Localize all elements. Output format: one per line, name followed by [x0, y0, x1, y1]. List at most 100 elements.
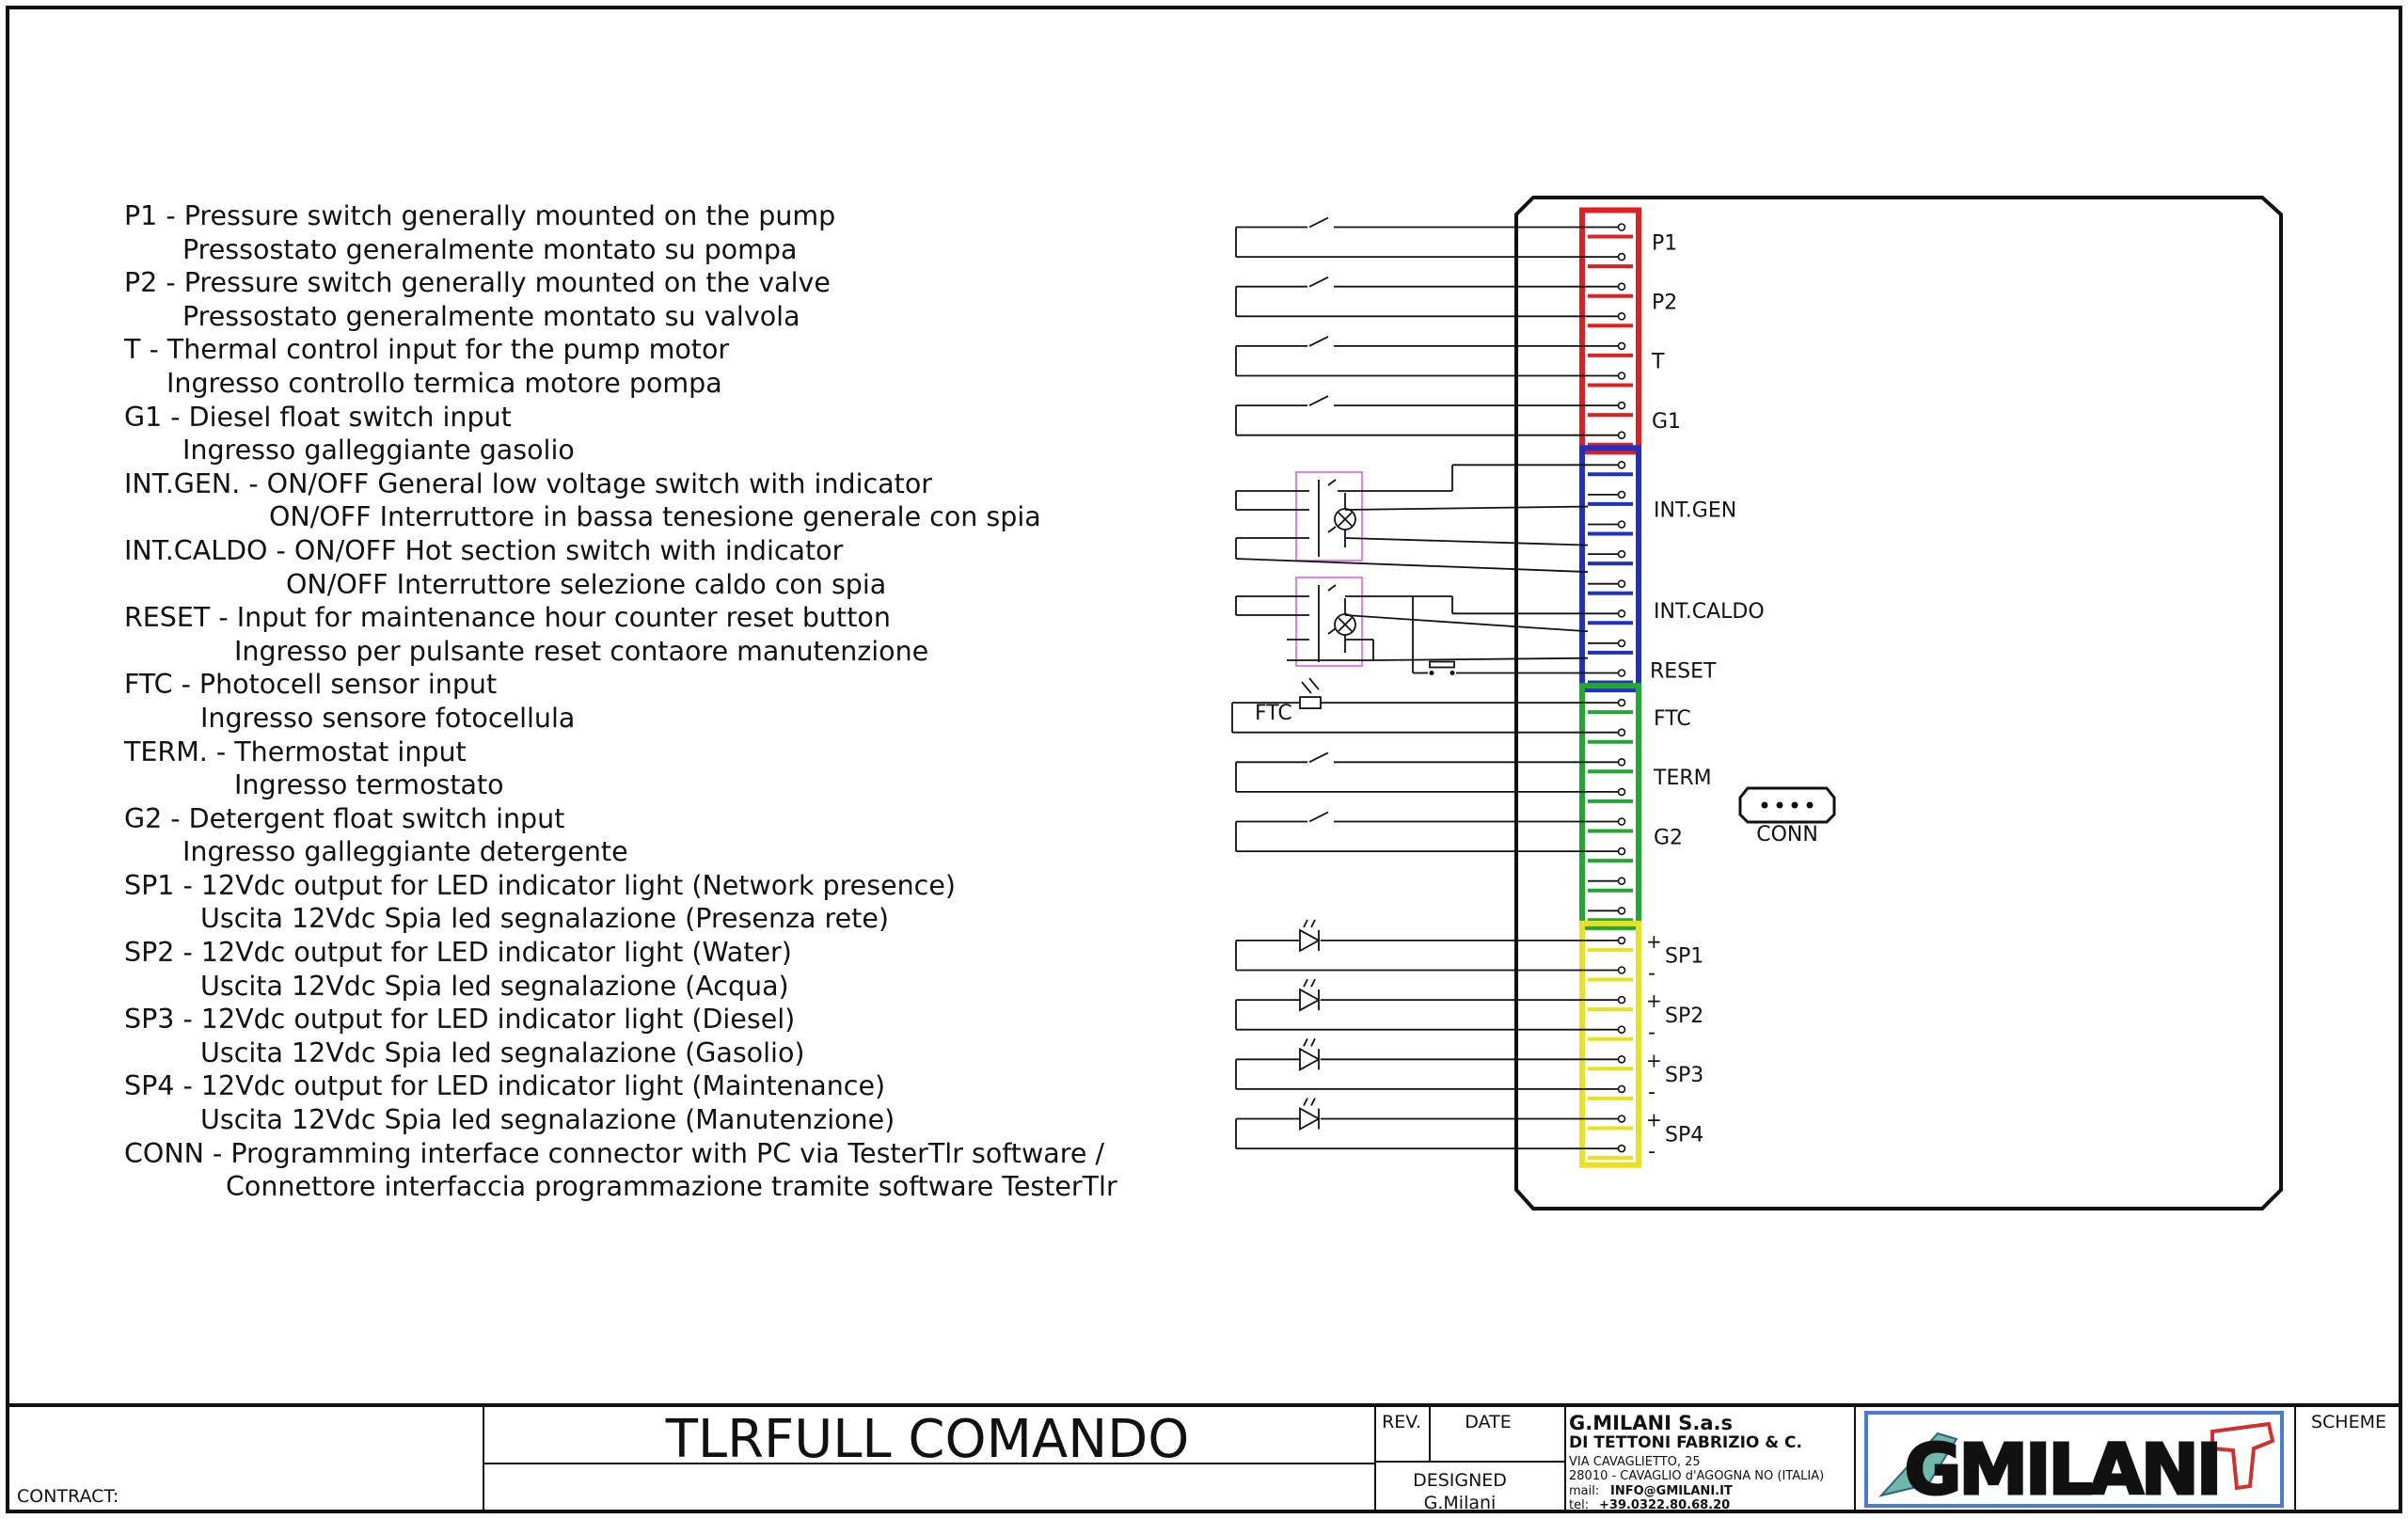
terminal-block — [1579, 207, 1641, 455]
minus-sign: - — [1648, 1021, 1656, 1045]
wire — [1327, 479, 1337, 486]
legend-entry: T - Thermal control input for the pump m… — [124, 334, 730, 366]
designed-label: DESIGNED — [1413, 1470, 1507, 1491]
spray-gun-icon — [2210, 1421, 2275, 1491]
legend-entry: SP4 - 12Vdc output for LED indicator lig… — [124, 1070, 886, 1102]
contract-label: CONTRACT: — [17, 1486, 119, 1507]
legend-entry: RESET - Input for maintenance hour count… — [124, 602, 891, 634]
wire — [1372, 657, 1589, 661]
terminal-screw — [1617, 520, 1626, 529]
terminal-label: G1 — [1652, 410, 1681, 434]
terminal-label: P2 — [1652, 292, 1677, 315]
legend-list: P1 - Pressure switch generally mounted o… — [124, 199, 1117, 1204]
terminal-block — [1579, 445, 1641, 693]
wire — [1235, 558, 1589, 573]
wire — [1344, 537, 1589, 546]
legend-entry-translation: Uscita 12Vdc Spia led segnalazione (Gaso… — [200, 1036, 805, 1068]
conn-pin — [1806, 801, 1814, 809]
legend-entry: SP3 - 12Vdc output for LED indicator lig… — [124, 1004, 796, 1036]
terminal-screw — [1617, 906, 1626, 915]
conn-connector-shape — [1738, 786, 1836, 824]
terminal-label: FTC — [1654, 707, 1691, 731]
conn-pin — [1776, 801, 1783, 809]
terminal-screw — [1617, 757, 1626, 767]
minus-sign: - — [1648, 1140, 1656, 1163]
terminal-label: SP1 — [1665, 945, 1703, 969]
reset-pushbutton-icon — [1429, 660, 1455, 669]
switch-contact — [1308, 395, 1329, 406]
terminal-screw — [1617, 698, 1626, 707]
board-outline — [1514, 196, 2283, 1210]
conn-pin — [1761, 801, 1768, 809]
scheme-label: SCHEME — [2311, 1412, 2386, 1432]
legend-entry-translation: Ingresso galleggiante gasolio — [182, 435, 575, 467]
led-icon — [1299, 1047, 1321, 1071]
minus-sign: - — [1648, 962, 1656, 986]
photocell-icon — [1299, 696, 1322, 709]
legend-entry: SP2 - 12Vdc output for LED indicator lig… — [124, 937, 792, 969]
led-icon — [1299, 1106, 1321, 1131]
terminal-label: T — [1651, 351, 1665, 374]
terminal-screw — [1617, 1144, 1626, 1153]
terminal-block — [1579, 920, 1641, 1168]
light-arrow — [1308, 677, 1320, 690]
terminal-screw — [1617, 549, 1626, 559]
terminal-screw — [1617, 1025, 1626, 1034]
legend-entry-translation: ON/OFF Interruttore in bassa tenesione g… — [269, 501, 1041, 533]
legend-entry: TERM. - Thermostat input — [124, 736, 467, 767]
terminal-label: P1 — [1652, 231, 1677, 255]
legend-entry: CONN - Programming interface connector w… — [124, 1137, 1105, 1169]
legend-entry: P1 - Pressure switch generally mounted o… — [124, 200, 836, 231]
led-light-arrow — [1310, 1098, 1316, 1106]
company-mail: INFO@GMILANI.IT — [1610, 1484, 1733, 1498]
switch-contact — [1308, 336, 1329, 347]
terminal-label: INT.GEN — [1654, 499, 1736, 523]
legend-entry: G1 - Diesel float switch input — [124, 401, 512, 433]
pressure-washer-icon — [1878, 1432, 1958, 1497]
company-tel: +39.0322.80.68.20 — [1599, 1498, 1730, 1512]
plus-sign: + — [1646, 989, 1662, 1012]
legend-entry-translation: Ingresso termostato — [234, 769, 504, 801]
legend-entry: INT.GEN. - ON/OFF General low voltage sw… — [124, 467, 932, 499]
terminal-screw — [1617, 817, 1626, 826]
pushbutton-contact — [1429, 671, 1434, 675]
legend-entry-translation: Pressostato generalmente montato su pomp… — [182, 233, 798, 265]
legend-entry-translation: Uscita 12Vdc Spia led segnalazione (Pres… — [200, 903, 889, 935]
terminal-screw — [1617, 252, 1626, 261]
terminal-labels: P1P2TG1INT.GENINT.CALDORESETFTCTERMG2SP1… — [1646, 231, 1765, 1163]
legend-entry-translation: Pressostato generalmente montato su valv… — [182, 300, 800, 332]
led-light-arrow — [1310, 978, 1316, 988]
indicator-switch-box — [1295, 471, 1363, 562]
terminal-label: SP2 — [1665, 1005, 1703, 1028]
terminal-blocks — [1579, 207, 1641, 1168]
legend-entry: INT.CALDO - ON/OFF Hot section switch wi… — [124, 534, 844, 566]
terminal-label: RESET — [1650, 659, 1717, 683]
terminal-screw — [1617, 728, 1626, 737]
company-name: G.MILANI S.a.s — [1569, 1412, 1733, 1434]
terminal-screw — [1617, 223, 1626, 231]
gmilani-logo: GMILANI — [1864, 1411, 2284, 1512]
terminal-screw — [1617, 282, 1626, 292]
conn-pin — [1791, 801, 1798, 809]
lamp-cross — [1338, 617, 1353, 632]
switch-contact — [1308, 811, 1329, 823]
wire — [1327, 584, 1337, 592]
legend-entry-translation: Ingresso galleggiante detergente — [182, 836, 628, 868]
company-mail-label: mail: — [1569, 1484, 1599, 1498]
wires: FTC — [1231, 216, 1589, 1149]
drawing-sheet-border — [6, 6, 2402, 1513]
switch-contact — [1308, 276, 1329, 288]
terminal-screw — [1617, 1115, 1626, 1123]
terminal-screw — [1617, 311, 1626, 321]
plus-sign: + — [1646, 1109, 1662, 1131]
board-outline-group — [1514, 196, 2283, 1210]
terminal-screw — [1617, 787, 1626, 797]
terminal-screw — [1617, 401, 1626, 410]
terminal-block — [1579, 683, 1641, 930]
terminal-label: G2 — [1654, 826, 1683, 849]
lamp-cross — [1338, 512, 1353, 527]
indicator-switch-box — [1295, 577, 1363, 667]
legend-entry: FTC - Photocell sensor input — [124, 669, 498, 701]
company-subtitle: DI TETTONI FABRIZIO & C. — [1569, 1433, 1802, 1452]
light-arrow — [1301, 681, 1312, 694]
